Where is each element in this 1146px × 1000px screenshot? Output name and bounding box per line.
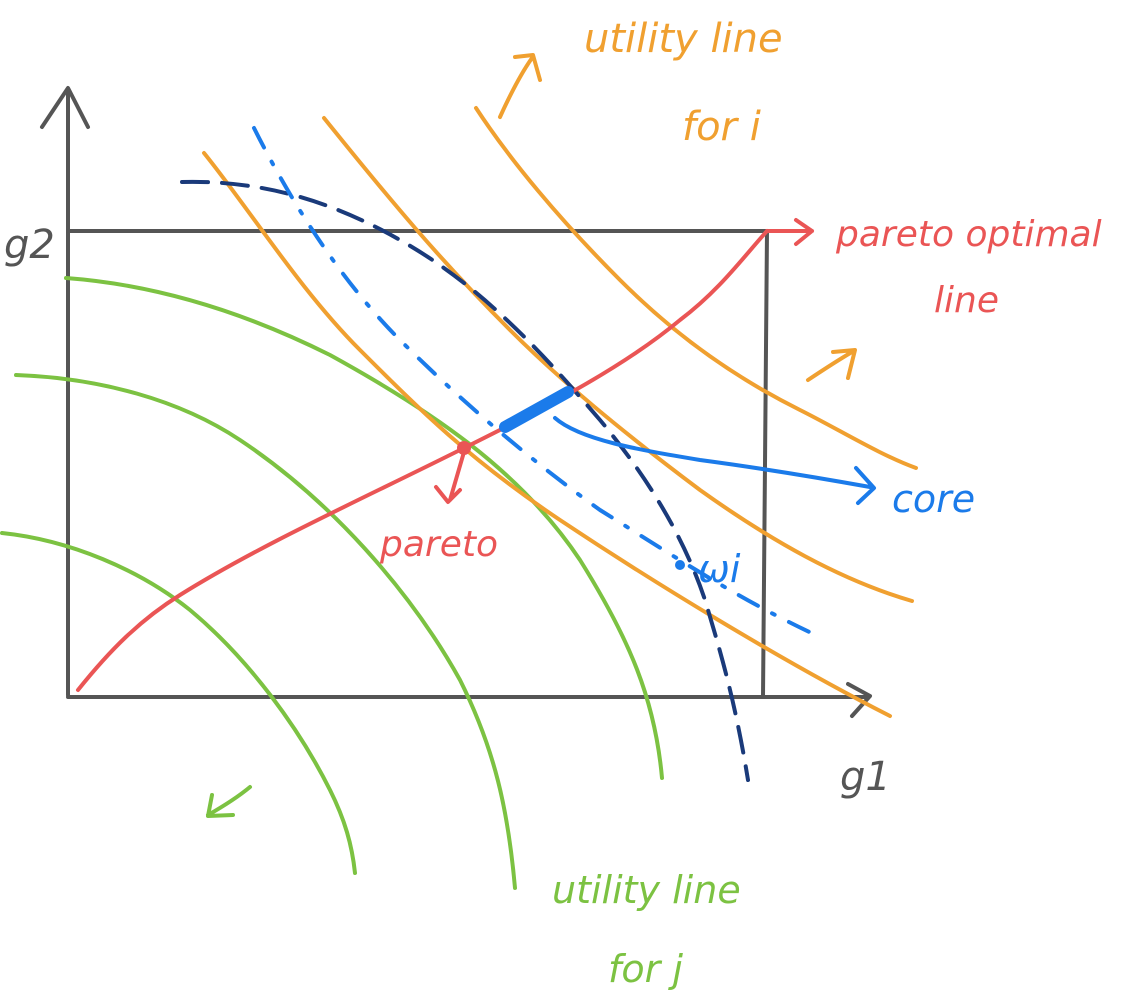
utility-j-label-line1: utility line (552, 868, 741, 912)
omega-i-label: ωi (698, 547, 741, 591)
utility-curve-j (14, 373, 517, 890)
dashed-indifference-curve (180, 179, 750, 782)
x-axis-label: g1 (840, 754, 891, 800)
utility-curve-i (322, 116, 914, 603)
pareto-optimal-label-line2: line (934, 280, 999, 321)
utility-j-label-line2: for j (608, 947, 683, 991)
edgeworth-box (66, 229, 769, 699)
pareto-point-label: pareto (379, 524, 498, 565)
utility-curve-j (0, 531, 357, 875)
box-right-edge (761, 229, 769, 699)
core-segment (499, 386, 574, 433)
pareto-point (457, 441, 471, 455)
pareto-optimal-line-group (76, 218, 814, 692)
y-axis-label: g2 (4, 222, 55, 268)
pareto-optimal-label-line1: pareto optimal (835, 214, 1102, 255)
arrow-icon (206, 785, 252, 818)
utility-curve-j (64, 276, 664, 780)
arrow-icon (806, 348, 857, 382)
x-axis-arrowhead (846, 682, 872, 718)
pareto-point-arrow (434, 450, 466, 504)
utility-curve-i (202, 151, 892, 718)
arrow-icon (498, 53, 542, 119)
core-label: core (892, 477, 975, 521)
utility-lines-i (202, 106, 918, 718)
utility-curve-i (474, 106, 918, 470)
utility-i-label-line1: utility line (584, 16, 783, 62)
core-group (499, 386, 876, 505)
utility-i-label-line2: for i (682, 104, 761, 150)
y-axis-arrowhead (40, 86, 90, 129)
dash-dot-budget-line (252, 126, 822, 639)
utility-lines-j (0, 276, 664, 890)
pareto-optimal-arrow (765, 218, 814, 246)
omega-i-point (675, 560, 685, 570)
core-arrow (553, 416, 876, 505)
